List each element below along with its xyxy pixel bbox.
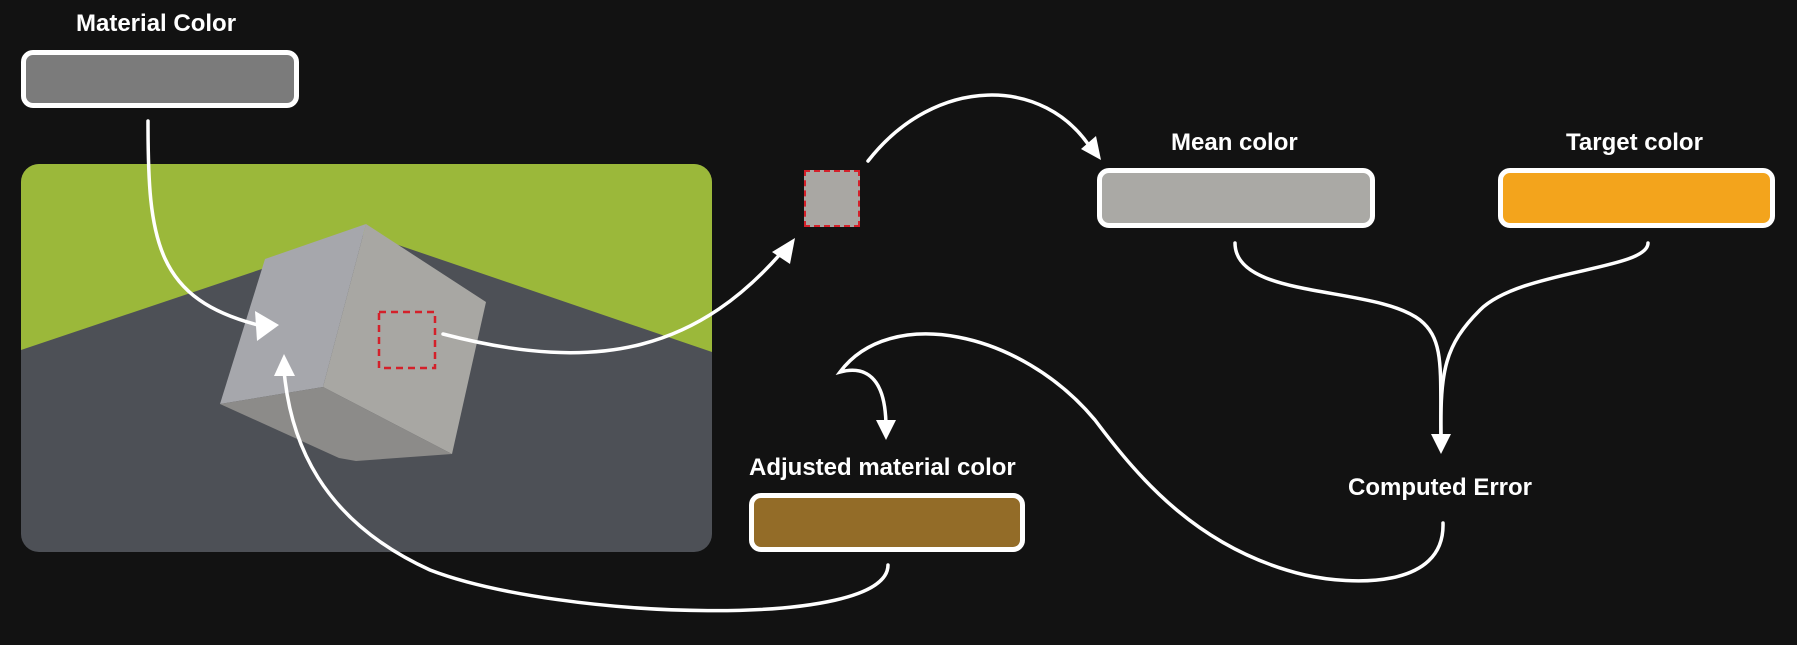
- arrow-adjusted-to-cube: [282, 368, 890, 613]
- arrowhead-into-cube: [274, 354, 295, 376]
- adjusted-material-color-swatch: [749, 493, 1025, 552]
- arrowhead-into-error: [1431, 434, 1451, 454]
- arrow-target-to-error: [1439, 241, 1650, 440]
- scene-render: [21, 164, 712, 552]
- mean-color-label: Mean color: [1171, 129, 1298, 156]
- cube-bottom-face: [220, 387, 452, 461]
- arrowhead-sample-to-patch: [772, 238, 795, 264]
- arrow-mean-to-error: [1233, 241, 1443, 440]
- target-color-label: Target color: [1566, 129, 1703, 156]
- arrow-sample-to-patch: [441, 243, 790, 355]
- sampled-patch: [804, 170, 860, 227]
- rendered-scene: [21, 164, 712, 552]
- arrowhead-patch-to-mean: [1081, 136, 1101, 160]
- arrow-patch-to-mean: [866, 93, 1094, 163]
- arrow-error-to-adjusted: [835, 332, 1445, 583]
- mean-color-swatch: [1097, 168, 1375, 228]
- target-color-swatch: [1498, 168, 1775, 228]
- sample-region-marker: [377, 310, 437, 370]
- arrowhead-into-adjusted: [876, 420, 896, 440]
- material-color-label: Material Color: [76, 10, 237, 37]
- adjusted-material-color-label: Adjusted material color: [749, 454, 1016, 481]
- cube-left-face: [220, 224, 366, 404]
- cube-right-face: [323, 224, 486, 454]
- material-color-swatch: [21, 50, 299, 108]
- arrow-material-to-cube: [146, 119, 264, 328]
- arrowhead-material-to-cube: [255, 311, 279, 341]
- computed-error-label: Computed Error: [1348, 474, 1533, 501]
- scene-sky: [21, 164, 712, 352]
